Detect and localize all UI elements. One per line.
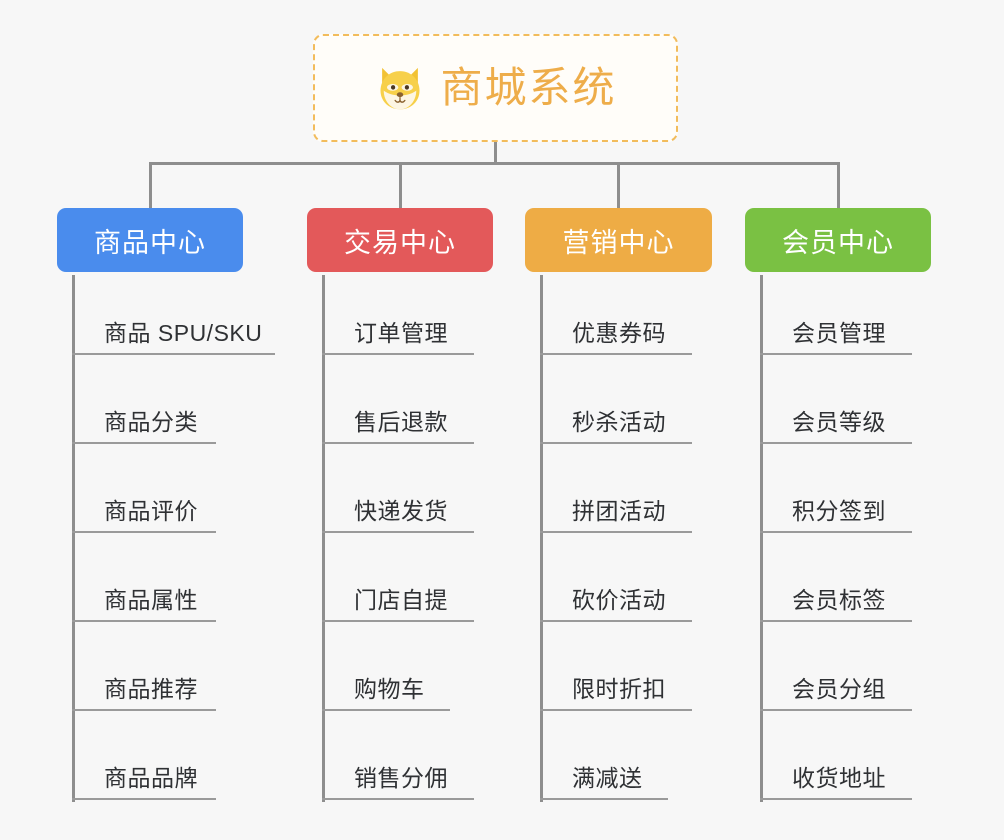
- branch-label: 营销中心: [562, 227, 675, 258]
- leaf-label: 秒杀活动: [572, 409, 666, 435]
- leaf-label: 商品品牌: [104, 765, 198, 791]
- branch-box-member[interactable]: 会员中心: [745, 208, 931, 272]
- leaf-label: 购物车: [354, 676, 425, 702]
- shiba-dog-face-icon: [380, 67, 420, 110]
- leaf-label: 会员标签: [792, 587, 886, 613]
- branch-box-marketing[interactable]: 营销中心: [525, 208, 712, 272]
- leaf-label: 砍价活动: [572, 587, 666, 613]
- leaf-rule: [760, 709, 912, 711]
- leaf-rule: [760, 531, 912, 533]
- branch-label: 商品中心: [94, 227, 206, 258]
- leaf-label: 门店自提: [354, 587, 448, 613]
- leaf-label: 商品 SPU/SKU: [104, 320, 263, 346]
- leaf-rule: [72, 620, 216, 622]
- leaf-label: 拼团活动: [572, 498, 666, 524]
- leaf-label: 商品评价: [104, 498, 198, 524]
- leaf-rule: [72, 442, 216, 444]
- leaf-rule: [540, 442, 692, 444]
- root-title: 商城系统: [440, 64, 617, 111]
- leaf-rule: [760, 798, 912, 800]
- leaf-rule: [322, 531, 474, 533]
- leaf-label: 收货地址: [792, 765, 886, 791]
- leaf-label: 限时折扣: [572, 676, 666, 702]
- leaf-label: 优惠券码: [572, 320, 666, 346]
- leaf-spine: [760, 275, 763, 802]
- leaf-rule: [540, 531, 692, 533]
- connector-trunk-bar: [149, 162, 840, 165]
- leaf-label: 商品属性: [104, 587, 198, 613]
- branch-label: 交易中心: [344, 227, 456, 258]
- leaf-rule: [540, 709, 692, 711]
- leaf-rule: [322, 709, 450, 711]
- leaf-rule: [322, 798, 474, 800]
- leaf-label: 会员分组: [792, 676, 886, 702]
- leaf-spine: [72, 275, 75, 802]
- connector-drop-2: [399, 162, 402, 210]
- leaf-rule: [540, 798, 668, 800]
- leaf-rule: [760, 442, 912, 444]
- leaf-rule: [540, 620, 692, 622]
- leaf-label: 快递发货: [354, 498, 448, 524]
- connector-root-stem: [494, 142, 497, 164]
- leaf-rule: [760, 353, 912, 355]
- root-node[interactable]: 商城系统: [313, 34, 678, 142]
- leaf-rule: [72, 798, 216, 800]
- branch-box-product[interactable]: 商品中心: [57, 208, 243, 272]
- leaf-label: 商品分类: [104, 409, 198, 435]
- leaf-label: 销售分佣: [354, 765, 448, 791]
- leaf-rule: [322, 620, 474, 622]
- leaf-rule: [540, 353, 692, 355]
- leaf-rule: [72, 531, 216, 533]
- leaf-label: 商品推荐: [104, 676, 198, 702]
- leaf-label: 满减送: [572, 765, 643, 791]
- leaf-rule: [760, 620, 912, 622]
- connector-drop-1: [149, 162, 152, 210]
- branch-label: 会员中心: [782, 227, 894, 258]
- leaf-label: 售后退款: [354, 409, 448, 435]
- branch-box-trade[interactable]: 交易中心: [307, 208, 493, 272]
- leaf-rule: [72, 709, 216, 711]
- leaf-label: 订单管理: [354, 320, 448, 346]
- leaf-spine: [540, 275, 543, 802]
- leaf-label: 会员等级: [792, 409, 886, 435]
- leaf-label: 积分签到: [792, 498, 886, 524]
- leaf-label: 会员管理: [792, 320, 886, 346]
- leaf-spine: [322, 275, 325, 802]
- connector-drop-3: [617, 162, 620, 210]
- leaf-rule: [72, 353, 275, 355]
- leaf-rule: [322, 442, 474, 444]
- connector-drop-4: [837, 162, 840, 210]
- leaf-rule: [322, 353, 474, 355]
